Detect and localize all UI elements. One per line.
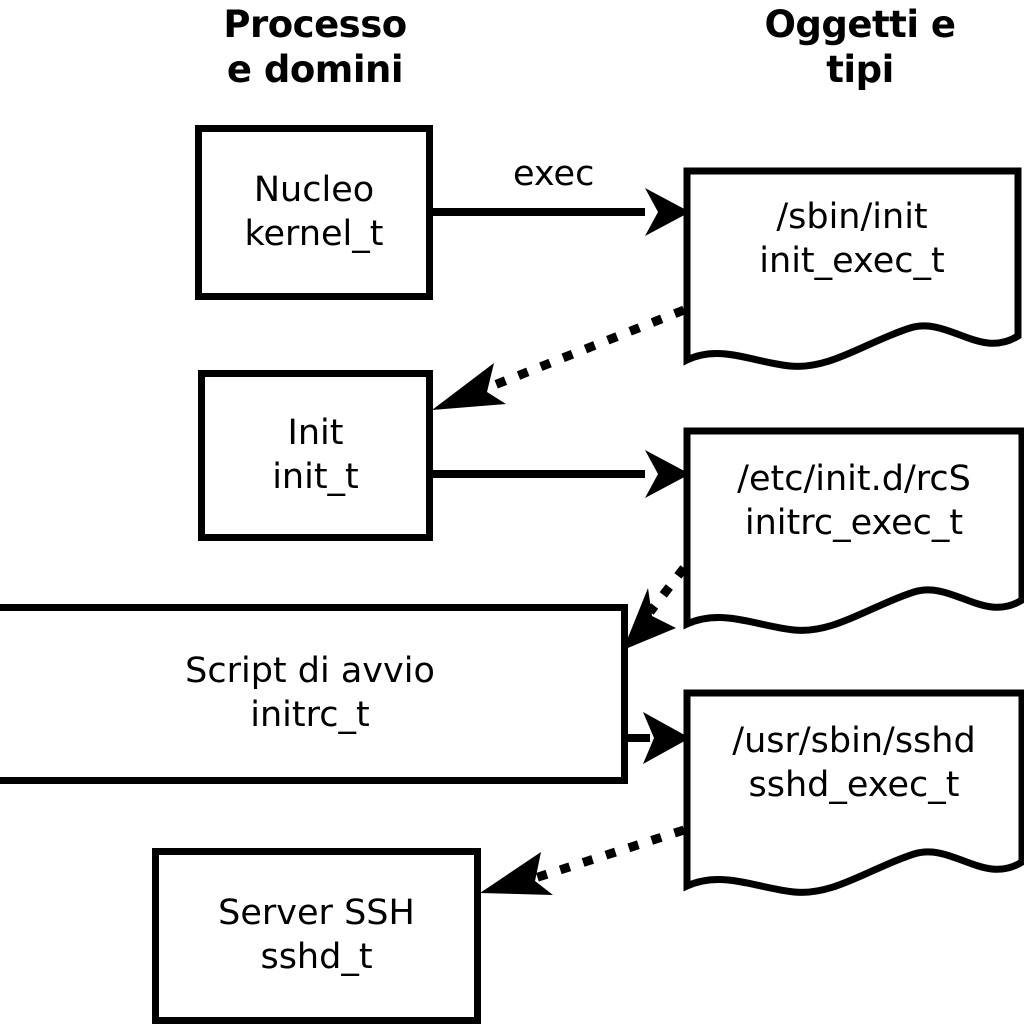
edge-kernel-to-init-exec [433, 188, 690, 236]
edge-label-exec: exec [513, 154, 595, 194]
object-doc-init-exec[interactable]: /sbin/init init_exec_t [680, 164, 1024, 374]
process-box-init[interactable]: Init init_t [198, 370, 433, 541]
process-box-init-label: Init init_t [272, 412, 359, 497]
process-box-kernel-label: Nucleo kernel_t [244, 169, 384, 254]
edge-init-exec-to-init [432, 305, 686, 410]
edge-sshd-exec-to-sshd [480, 825, 686, 895]
process-box-initrc-label: Script di avvio initrc_t [185, 651, 435, 735]
process-box-initrc[interactable]: Script di avvio initrc_t [0, 604, 628, 784]
process-box-sshd-label: Server SSH sshd_t [218, 893, 415, 977]
process-box-sshd[interactable]: Server SSH sshd_t [152, 848, 481, 1024]
column-heading-objects: Oggetti e tipi [764, 3, 956, 92]
object-doc-initrc-exec[interactable]: /etc/init.d/rcS initrc_exec_t [680, 424, 1024, 640]
object-doc-sshd-exec[interactable]: /usr/sbin/sshd sshd_exec_t [680, 686, 1024, 902]
column-heading-processes: Processo e domini [223, 3, 407, 92]
process-box-kernel[interactable]: Nucleo kernel_t [195, 125, 433, 300]
edge-init-to-initrc-exec [433, 450, 690, 498]
edge-initrc-exec-to-initrc [623, 565, 688, 650]
